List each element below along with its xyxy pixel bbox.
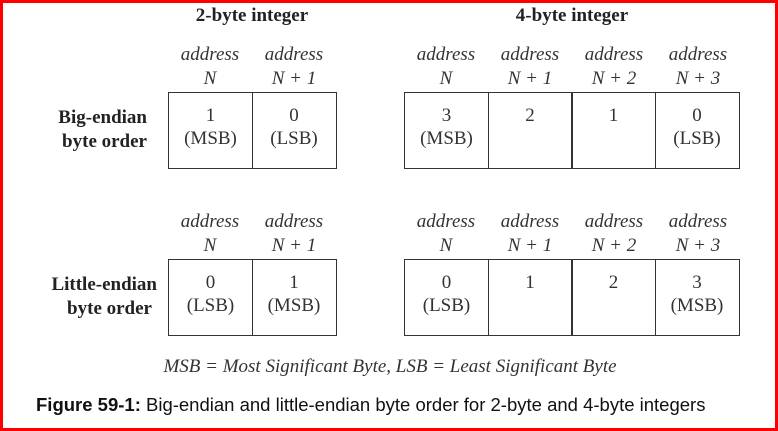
byte-role: (MSB): [267, 295, 321, 316]
address-word: address: [584, 211, 644, 232]
byte-value: 1: [289, 272, 299, 293]
address-label: address N + 2: [572, 43, 656, 91]
byte-value: 2: [525, 105, 535, 126]
row-label-line1: Little-endian: [51, 274, 157, 295]
address-label: address N + 1: [488, 43, 572, 91]
address-offset: N + 1: [271, 68, 317, 89]
address-offset: N + 1: [507, 68, 553, 89]
header-4-byte-integer: 4-byte integer: [515, 5, 629, 26]
byte-role: (MSB): [420, 128, 473, 149]
address-label: address N: [168, 210, 252, 258]
legend-text: MSB = Most Significant Byte, LSB = Least…: [163, 356, 617, 377]
address-word: address: [416, 211, 476, 232]
byte-value: 1: [525, 272, 535, 293]
address-label: address N + 2: [572, 210, 656, 258]
byte-cell: 0 (LSB): [251, 92, 337, 169]
row-label-line1: Big-endian: [58, 107, 147, 128]
address-word: address: [668, 44, 728, 65]
address-label: address N: [404, 43, 488, 91]
byte-role: (LSB): [270, 128, 318, 149]
byte-cell: 1 (MSB): [168, 92, 253, 169]
byte-cell: 1 (MSB): [251, 259, 337, 336]
byte-cell: 1: [571, 92, 656, 169]
address-word: address: [180, 44, 240, 65]
byte-role: (MSB): [184, 128, 237, 149]
byte-cell: 0 (LSB): [168, 259, 253, 336]
address-offset: N + 3: [675, 68, 721, 89]
byte-cell: 3 (MSB): [404, 92, 489, 169]
byte-value: 0: [205, 272, 216, 293]
address-offset: N + 3: [675, 235, 721, 256]
byte-cell: 0 (LSB): [404, 259, 489, 336]
figure-caption: Figure 59-1: Big-endian and little-endia…: [36, 394, 756, 416]
address-offset: N: [203, 68, 217, 89]
address-label: address N: [168, 43, 252, 91]
address-label: address N + 1: [252, 210, 336, 258]
byte-role: (LSB): [186, 295, 235, 316]
address-offset: N + 1: [507, 235, 553, 256]
address-word: address: [180, 211, 240, 232]
address-word: address: [416, 44, 476, 65]
address-offset: N: [439, 235, 453, 256]
header-2-byte-integer: 2-byte integer: [195, 5, 309, 26]
byte-value: 0: [289, 105, 299, 126]
byte-role: (MSB): [670, 295, 724, 316]
address-label: address N + 1: [252, 43, 336, 91]
byte-role: (LSB): [673, 128, 721, 149]
byte-cell: 2: [571, 259, 656, 336]
row-label-big-endian: Big-endian byte order: [20, 106, 147, 154]
address-offset: N + 2: [591, 235, 637, 256]
byte-cell: 2: [487, 92, 573, 169]
byte-cell: 3 (MSB): [654, 259, 740, 336]
byte-value: 1: [608, 105, 619, 126]
byte-value: 3: [692, 272, 702, 293]
address-label: address N + 3: [656, 210, 740, 258]
address-word: address: [668, 211, 728, 232]
address-label: address N + 1: [488, 210, 572, 258]
address-word: address: [264, 211, 324, 232]
address-offset: N: [439, 68, 453, 89]
address-offset: N: [203, 235, 217, 256]
address-offset: N + 2: [591, 68, 637, 89]
row-label-little-endian: Little-endian byte order: [20, 273, 157, 321]
byte-value: 2: [608, 272, 619, 293]
byte-value: 3: [441, 105, 452, 126]
byte-cell: 1: [487, 259, 573, 336]
address-word: address: [500, 211, 560, 232]
address-word: address: [584, 44, 644, 65]
byte-value: 0: [441, 272, 452, 293]
byte-value: 0: [692, 105, 702, 126]
caption-text: Big-endian and little-endian byte order …: [140, 394, 706, 415]
address-label: address N: [404, 210, 488, 258]
address-offset: N + 1: [271, 235, 317, 256]
address-label: address N + 3: [656, 43, 740, 91]
row-label-line2: byte order: [67, 298, 152, 319]
byte-value: 1: [205, 105, 216, 126]
row-label-line2: byte order: [62, 131, 147, 152]
address-word: address: [264, 44, 324, 65]
caption-label: Figure 59-1:: [36, 394, 141, 415]
byte-role: (LSB): [422, 295, 471, 316]
byte-cell: 0 (LSB): [654, 92, 740, 169]
address-word: address: [500, 44, 560, 65]
